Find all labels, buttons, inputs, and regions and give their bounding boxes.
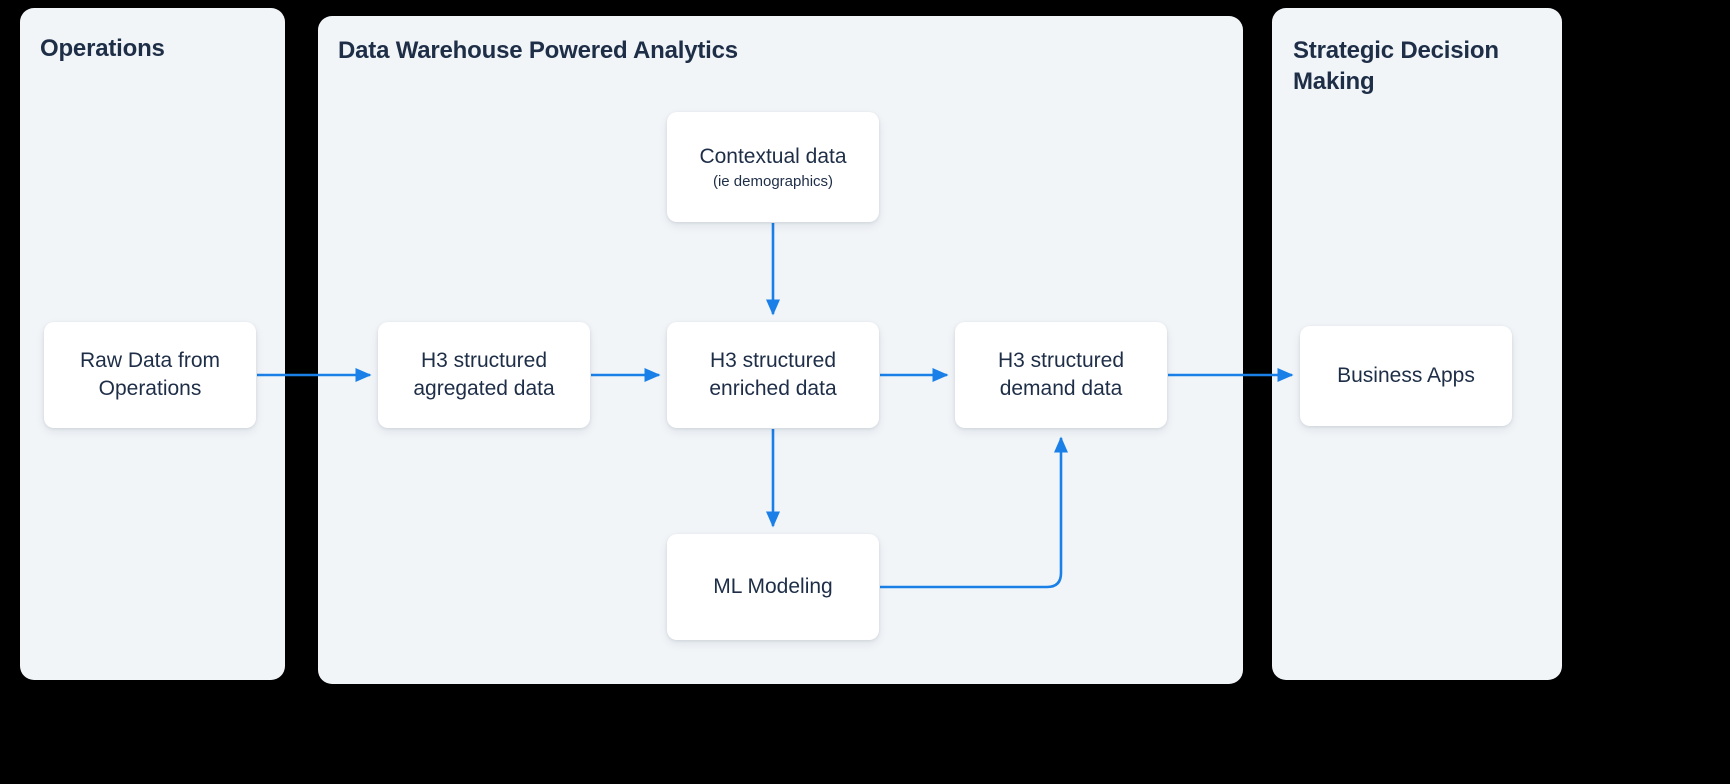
node-business-apps-label: Business Apps xyxy=(1337,364,1475,388)
node-business-apps[interactable]: Business Apps xyxy=(1300,326,1512,426)
node-h3-aggregated-data-label: H3 structured agregated data xyxy=(413,349,555,400)
node-h3-enriched-data-label: H3 structured enriched data xyxy=(709,349,837,400)
node-contextual-data-sublabel: (ie demographics) xyxy=(712,172,834,190)
node-contextual-data-label: Contextual data xyxy=(699,144,847,168)
lane-title-strategic: Strategic Decision Making xyxy=(1293,37,1499,95)
node-raw-data-label: Raw Data from Operations xyxy=(79,349,221,400)
node-h3-demand-data-label: H3 structured demand data xyxy=(997,349,1125,400)
node-raw-data[interactable]: Raw Data from Operations xyxy=(44,322,256,428)
node-ml-modeling[interactable]: ML Modeling xyxy=(667,534,879,640)
lane-title-analytics: Data Warehouse Powered Analytics xyxy=(338,37,738,64)
node-h3-demand-data[interactable]: H3 structured demand data xyxy=(955,322,1167,428)
node-h3-aggregated-data[interactable]: H3 structured agregated data xyxy=(378,322,590,428)
node-contextual-data[interactable]: Contextual data (ie demographics) xyxy=(667,112,879,222)
node-ml-modeling-label: ML Modeling xyxy=(713,575,833,599)
node-h3-enriched-data[interactable]: H3 structured enriched data xyxy=(667,322,879,428)
lane-title-operations: Operations xyxy=(40,35,165,62)
